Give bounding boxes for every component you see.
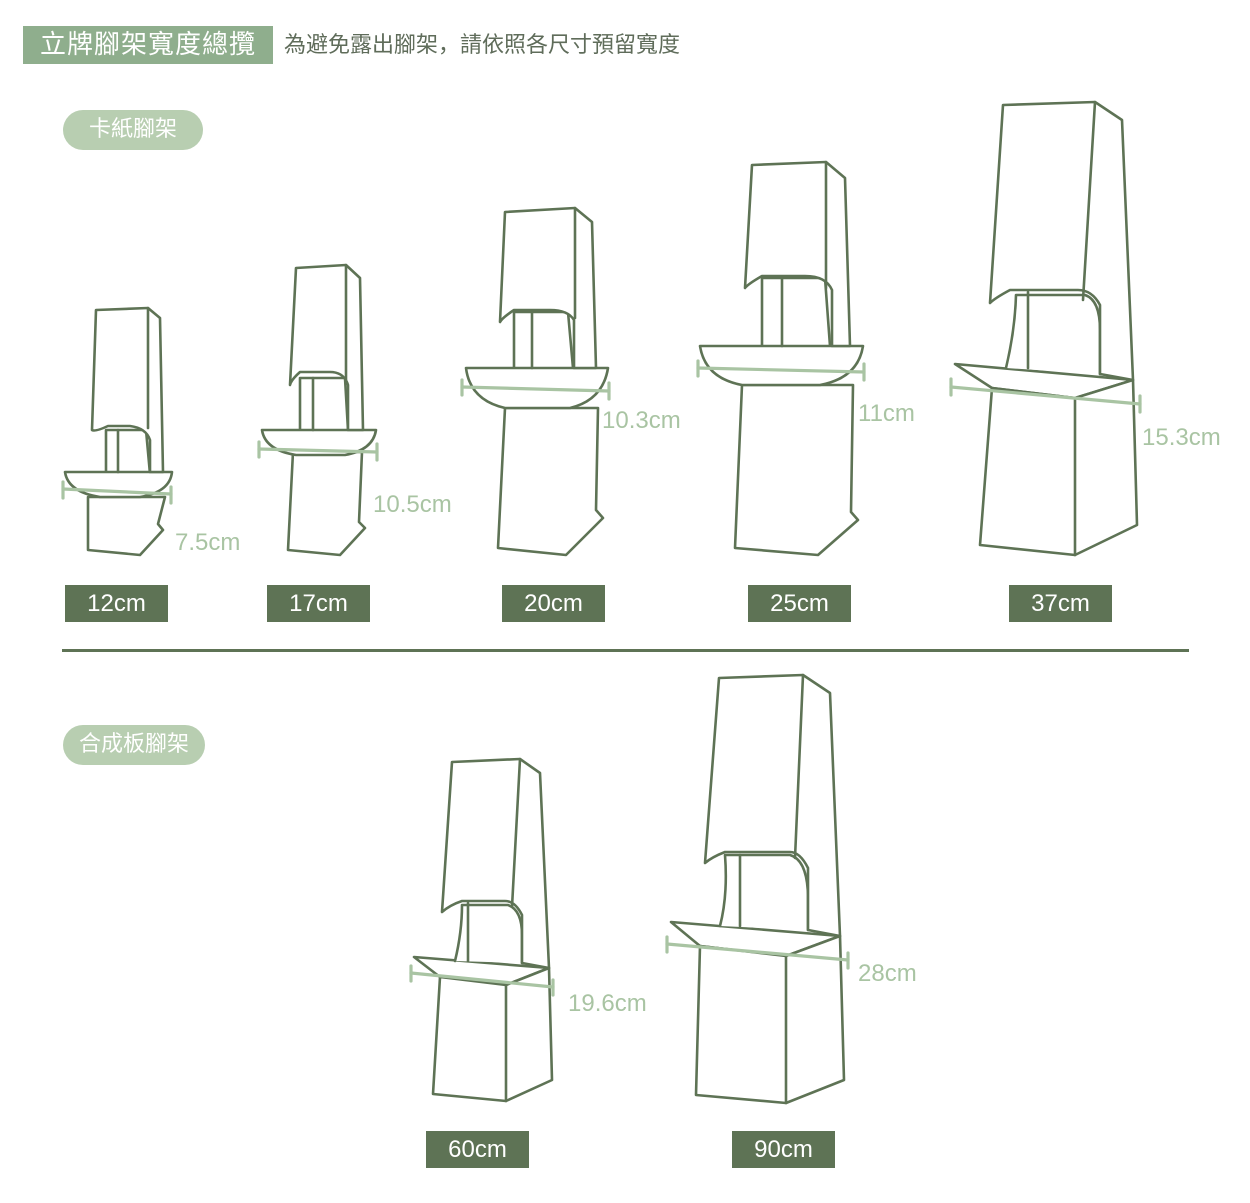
- stand-37cm-body: [978, 378, 1139, 557]
- section-label-board: 合成板腳架: [63, 725, 205, 765]
- page-subtitle: 為避免露出腳架，請依照各尺寸預留寬度: [284, 33, 681, 58]
- stand-17cm-width-label: 10.5cm: [373, 491, 452, 518]
- stand-17cm-spine: [298, 376, 350, 432]
- stand-60cm-panel-fold: [510, 757, 522, 909]
- stand-37cm-measure: [949, 385, 1142, 406]
- stand-60cm-measure: [409, 971, 555, 989]
- stand-60cm-width-label: 19.6cm: [568, 990, 647, 1017]
- stand-37cm-width-label: 15.3cm: [1142, 424, 1221, 451]
- size-label-12cm: 12cm: [65, 585, 168, 622]
- stand-20cm-panel: [498, 206, 598, 370]
- stand-12cm-width-label: 7.5cm: [175, 529, 240, 556]
- stand-20cm-width-label: 10.3cm: [602, 407, 681, 434]
- stand-12cm-measure: [61, 487, 173, 496]
- stand-25cm: 11cm: [696, 160, 915, 557]
- size-label-60cm: 60cm: [426, 1131, 529, 1168]
- stand-20cm-base: [496, 406, 605, 557]
- stand-37cm-panel: [988, 100, 1135, 382]
- stand-60cm: 19.6cm: [409, 757, 647, 1103]
- size-label-37cm: 37cm: [1009, 585, 1112, 622]
- stand-20cm-measure: [460, 385, 611, 393]
- stand-12cm-panel: [90, 306, 165, 474]
- stand-12cm-spine: [104, 428, 152, 476]
- stand-25cm-spine: [760, 276, 832, 348]
- stand-90cm-spine: [718, 853, 810, 932]
- stand-12cm: 7.5cm: [61, 306, 240, 557]
- stand-17cm-measure: [257, 447, 379, 454]
- stand-60cm-body: [431, 966, 554, 1103]
- stand-90cm-width-label: 28cm: [858, 960, 917, 987]
- stand-90cm-body: [694, 934, 846, 1105]
- stand-25cm-width-label: 11cm: [858, 400, 915, 427]
- stand-20cm-spine: [512, 310, 575, 370]
- stand-37cm-panel-fold: [1081, 100, 1097, 302]
- stand-90cm-panel-fold: [793, 673, 805, 860]
- stand-25cm-panel: [743, 160, 852, 348]
- stand-37cm-spine: [1004, 293, 1102, 376]
- size-label-90cm: 90cm: [732, 1131, 835, 1168]
- stand-37cm: 15.3cm: [949, 100, 1221, 557]
- stand-60cm-spine: [453, 903, 524, 965]
- stand-25cm-measure: [696, 366, 866, 374]
- size-label-25cm: 25cm: [748, 585, 851, 622]
- stand-12cm-base: [86, 495, 167, 557]
- size-label-17cm: 17cm: [267, 585, 370, 622]
- stand-17cm: 10.5cm: [257, 263, 452, 557]
- section-label-cardboard: 卡紙腳架: [63, 110, 203, 150]
- size-label-20cm: 20cm: [502, 585, 605, 622]
- stand-20cm: 10.3cm: [460, 206, 681, 557]
- stand-90cm-panel: [703, 673, 842, 938]
- stand-60cm-panel: [440, 757, 551, 970]
- section-divider: [62, 649, 1189, 652]
- stand-25cm-shelf: [698, 344, 865, 387]
- stand-25cm-base: [733, 383, 860, 557]
- stand-17cm-base: [286, 450, 367, 557]
- stand-90cm-measure: [665, 942, 850, 962]
- page-title: 立牌腳架寬度總攬: [23, 26, 273, 64]
- stand-90cm: 28cm: [665, 673, 917, 1105]
